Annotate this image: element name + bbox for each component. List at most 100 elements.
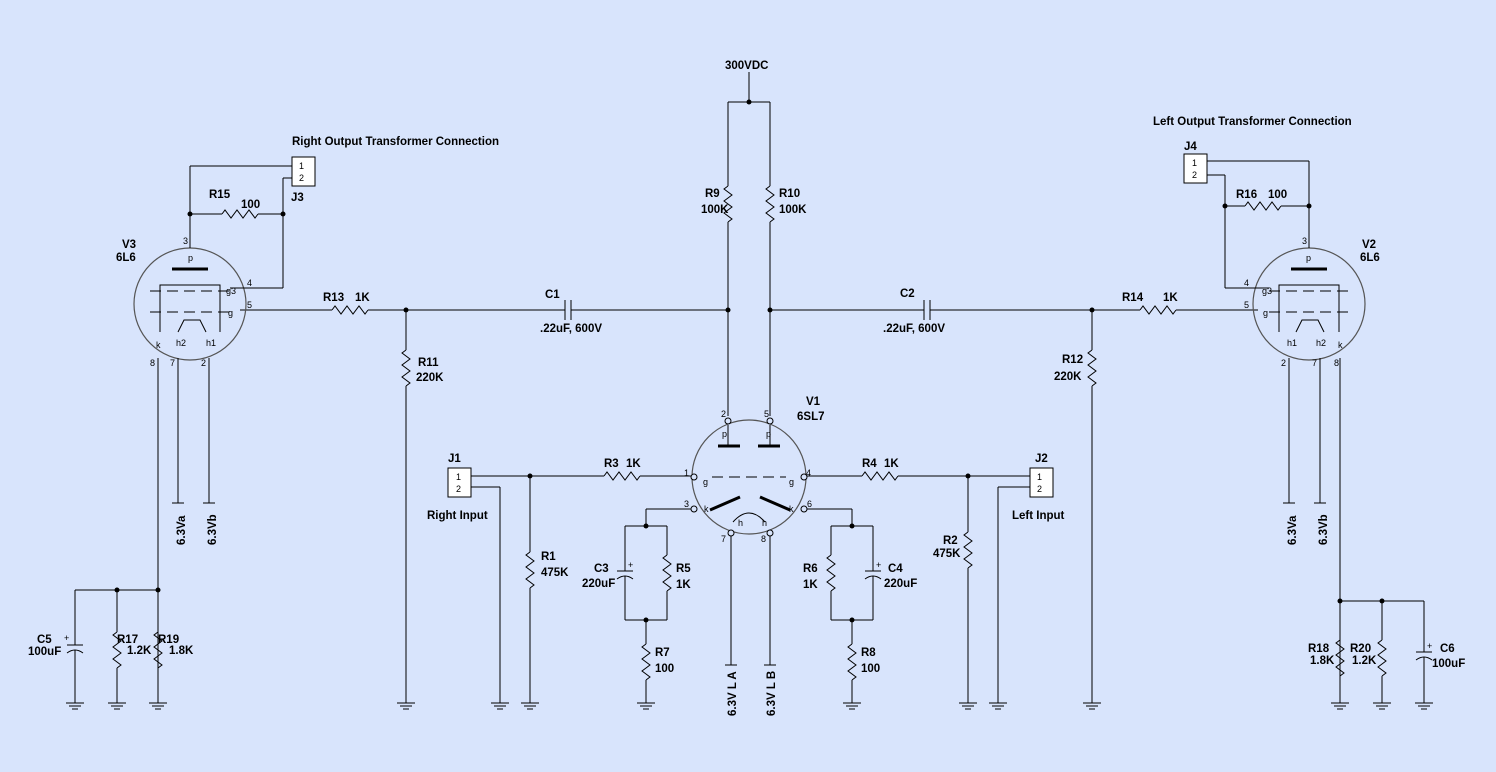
v1-pin5-circle [766, 417, 774, 425]
v1-heater [732, 512, 766, 523]
j3-connector [291, 156, 316, 187]
v3-heater [177, 319, 207, 333]
v1-cathode-a [709, 495, 741, 512]
j3-ref: J3 [291, 192, 304, 204]
v1-el-pa: p [722, 429, 727, 439]
ground-symbol [1373, 702, 1391, 710]
v3-pin-3: 3 [183, 236, 188, 246]
ground-symbol [397, 702, 415, 710]
r19-symbol [153, 631, 163, 669]
r12-ref: R12 [1062, 354, 1083, 366]
v1-pin-8: 8 [761, 534, 766, 544]
v3-el-g3: g3 [226, 286, 236, 296]
j4-pin-1: 1 [1192, 158, 1197, 168]
v2-heater-b-label: 6.3Vb [1318, 514, 1330, 545]
right-output-note: Right Output Transformer Connection [292, 136, 499, 148]
c6-value: 100uF [1432, 658, 1465, 670]
c5-plus: + [64, 633, 69, 643]
c3-ref: C3 [594, 563, 609, 575]
r5-symbol [662, 554, 672, 592]
c4-value: 220uF [884, 578, 917, 590]
j1-pin-1: 1 [456, 472, 461, 482]
v2-pin-2: 2 [1281, 358, 1286, 368]
ground-symbol [989, 702, 1007, 710]
v2-beam-plates [1278, 284, 1340, 332]
v1-pin-6: 6 [807, 499, 812, 509]
r14-ref: R14 [1122, 292, 1144, 304]
r11-value: 220K [416, 372, 444, 384]
v1-pin-5: 5 [764, 409, 769, 419]
v2-el-g3: g3 [1262, 286, 1272, 296]
r14-symbol [1139, 305, 1177, 315]
c6-ref: C6 [1440, 643, 1455, 655]
v1-heater-a-label: 6.3V L A [727, 671, 739, 716]
v3-type: 6L6 [116, 252, 136, 264]
v3-pin-8: 8 [150, 358, 155, 368]
r4-value: 1K [884, 458, 899, 470]
r13-symbol [331, 305, 369, 315]
r19-value: 1.8K [169, 645, 194, 657]
c3-plus: + [628, 560, 633, 570]
j1-pin-2: 2 [456, 484, 461, 494]
r10-value: 100K [779, 204, 807, 216]
r15-value: 100 [241, 199, 260, 211]
j1-ref: J1 [448, 453, 461, 465]
j4-ref: J4 [1184, 141, 1197, 153]
r8-ref: R8 [861, 647, 876, 659]
v3-envelope [133, 247, 247, 361]
v3-el-p: p [188, 253, 193, 263]
v2-tube: p g3 g k h1 h2 [1252, 247, 1366, 361]
v3-el-h2: h2 [176, 338, 186, 348]
c4-ref: C4 [888, 563, 903, 575]
j3-pin-1: 1 [299, 161, 304, 171]
c4-plus: + [876, 560, 881, 570]
j2-pin-1: 1 [1037, 472, 1042, 482]
v1-pin-7: 7 [721, 534, 726, 544]
r4-ref: R4 [862, 458, 877, 470]
j4-pin-2: 2 [1192, 170, 1197, 180]
r18-ref: R18 [1308, 643, 1330, 655]
r3-ref: R3 [604, 458, 619, 470]
r7-value: 100 [655, 663, 674, 675]
r6-value: 1K [803, 579, 818, 591]
r13-value: 1K [355, 292, 370, 304]
v1-cathode-b [759, 495, 791, 512]
v3-pin-5: 5 [247, 300, 252, 310]
v2-el-g: g [1263, 308, 1268, 318]
c2-value: .22uF, 600V [883, 323, 945, 335]
v1-pin8-circle [766, 529, 774, 537]
r8-value: 100 [861, 663, 880, 675]
r7-symbol [641, 643, 651, 681]
c3-value: 220uF [582, 578, 615, 590]
v1-pin-1: 1 [684, 468, 689, 478]
r7-ref: R7 [655, 647, 670, 659]
v3-el-k: k [156, 340, 161, 350]
ground-symbol [149, 702, 167, 710]
v2-pin-4: 4 [1244, 278, 1249, 288]
v2-el-h1: h1 [1287, 338, 1297, 348]
j2-pin-2: 2 [1037, 484, 1042, 494]
r12-symbol [1087, 349, 1097, 387]
r1-ref: R1 [541, 551, 556, 563]
c6-plus: + [1427, 641, 1432, 651]
v2-pin-7: 7 [1312, 358, 1317, 368]
r18-symbol [1335, 639, 1345, 677]
r17-ref: R17 [117, 634, 138, 646]
v2-type: 6L6 [1360, 252, 1380, 264]
v1-pin7-circle [727, 529, 735, 537]
ground-symbols [66, 702, 1433, 710]
v1-pin2-circle [724, 417, 732, 425]
junction-dot [1306, 203, 1312, 209]
v1-el-h2: h [762, 518, 767, 528]
v2-pin-5: 5 [1244, 300, 1249, 310]
v1-pin-3: 3 [684, 499, 689, 509]
v1-type: 6SL7 [797, 411, 825, 423]
junction-dot [1337, 598, 1343, 604]
r15-symbol [221, 209, 259, 219]
j4-connector [1183, 153, 1208, 184]
junction-dot [746, 99, 752, 105]
v2-envelope [1252, 247, 1366, 361]
ground-symbol [843, 702, 861, 710]
j3-pin-2: 2 [299, 173, 304, 183]
